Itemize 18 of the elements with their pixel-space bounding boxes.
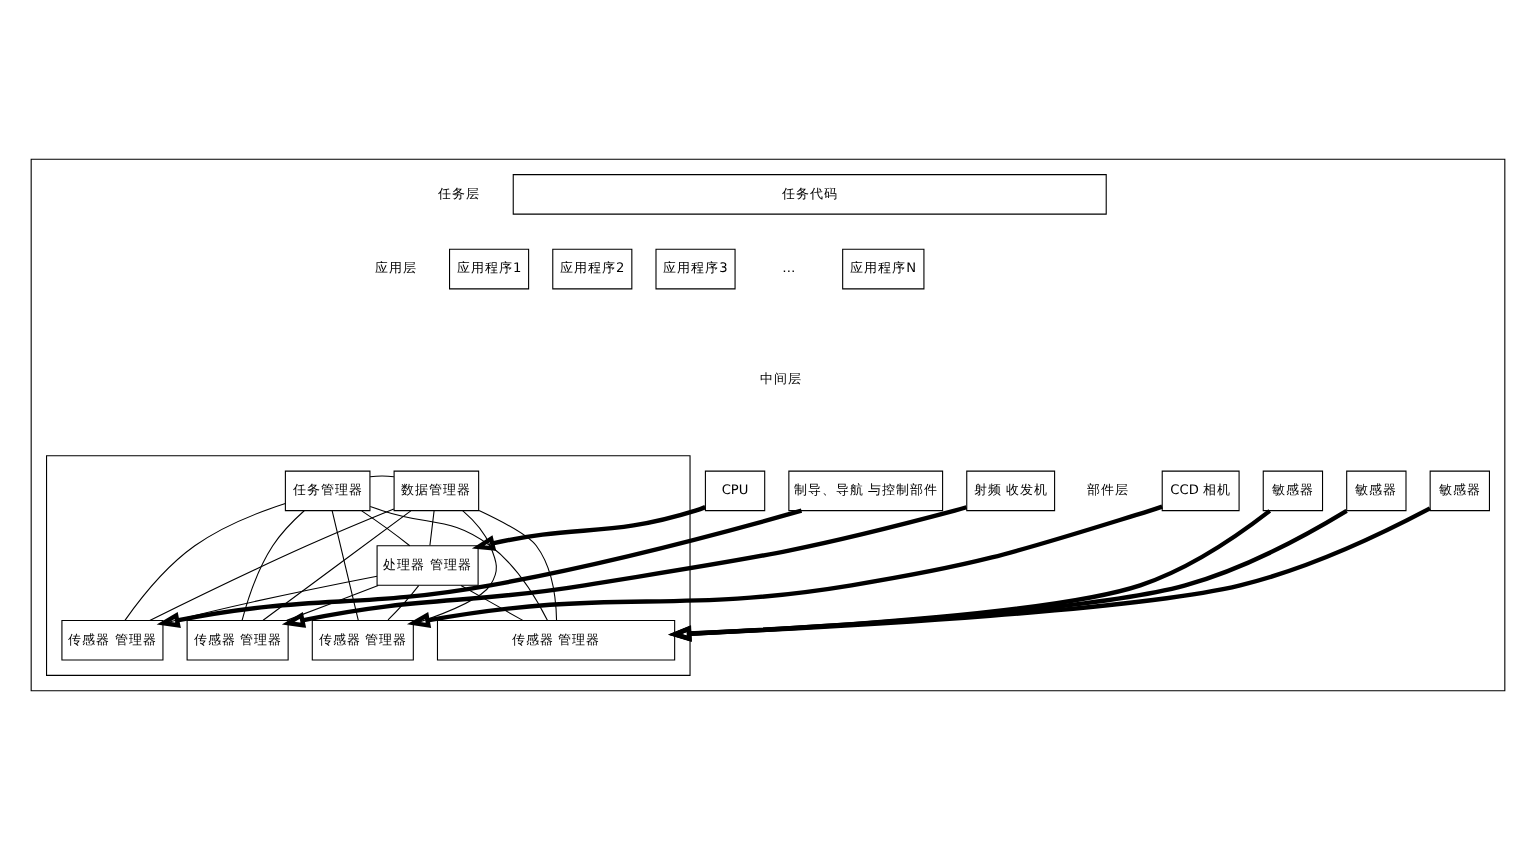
connector [477, 510, 557, 621]
connector [285, 584, 378, 621]
connector [261, 510, 411, 621]
connector [386, 585, 419, 621]
arrow [155, 508, 802, 628]
connector [368, 475, 394, 478]
connector [240, 510, 304, 621]
connector [428, 510, 434, 546]
connector [123, 503, 285, 621]
arrow [280, 505, 967, 628]
connector [368, 505, 547, 621]
arrow [405, 504, 1162, 628]
connector [148, 508, 394, 621]
cluster [29, 158, 1505, 692]
connector [360, 510, 410, 547]
connector [459, 584, 523, 621]
arrow [470, 505, 705, 551]
connector [330, 510, 358, 621]
